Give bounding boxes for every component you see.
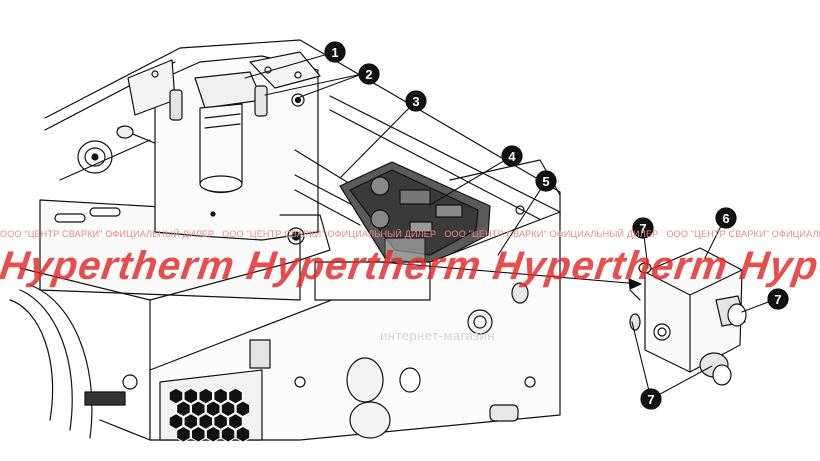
leader-lines — [244, 51, 777, 400]
vent-cell — [228, 387, 243, 405]
callout-6: 6 — [715, 207, 737, 229]
vent-cell — [213, 413, 228, 430]
vent-cell — [235, 400, 251, 418]
vent-cell — [168, 413, 184, 430]
callout-3: 3 — [405, 90, 427, 112]
vent-cell — [191, 425, 206, 443]
svg-text:1: 1 — [331, 45, 338, 60]
vent-cell — [220, 425, 236, 443]
vent-cell — [205, 400, 221, 418]
vent-cell — [183, 387, 199, 405]
watermark-subtitle: интернет-магазин — [380, 328, 496, 343]
callout-7-right: 7 — [767, 288, 789, 310]
svg-text:7: 7 — [639, 221, 646, 236]
vent-cell — [213, 387, 228, 405]
vent-cell — [198, 387, 213, 405]
rear-panel — [127, 51, 561, 261]
svg-text:6: 6 — [722, 211, 729, 226]
vent-cell — [198, 413, 213, 430]
vent-cell — [220, 400, 236, 418]
callout-1: 1 — [324, 41, 346, 63]
callout-7-top: 7 — [632, 217, 654, 239]
vent-cell — [228, 413, 243, 430]
honeycomb-vent — [168, 387, 251, 443]
svg-text:3: 3 — [412, 94, 419, 109]
vent-cell — [205, 425, 221, 443]
svg-text:7: 7 — [774, 292, 781, 307]
manifold-block — [629, 247, 747, 386]
callout-5: 5 — [535, 170, 557, 192]
svg-text:7: 7 — [647, 392, 654, 407]
svg-text:2: 2 — [365, 67, 372, 82]
svg-text:5: 5 — [542, 174, 549, 189]
vent-cell — [183, 413, 199, 430]
vent-cell — [176, 400, 191, 418]
callout-4: 4 — [501, 145, 523, 167]
filter-assembly — [169, 71, 305, 217]
vent-cell — [191, 400, 206, 418]
vent-cell — [235, 425, 251, 443]
vent-cell — [168, 387, 184, 405]
callout-7-bottom: 7 — [640, 388, 662, 410]
svg-text:4: 4 — [508, 149, 516, 164]
vent-cell — [176, 425, 191, 443]
callout-2: 2 — [358, 63, 380, 85]
